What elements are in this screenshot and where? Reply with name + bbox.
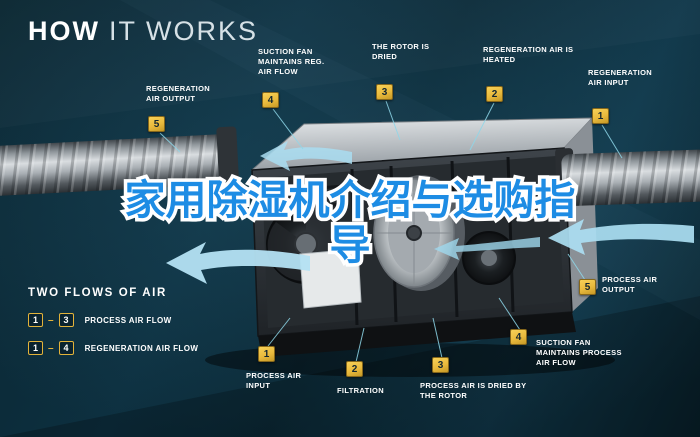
- airflow-arrows: [166, 141, 694, 284]
- legend-badge-to-4: 4: [58, 341, 74, 355]
- left-duct: [0, 126, 240, 196]
- callout-label-regeneration-air-output: REGENERATION AIR OUTPUT: [146, 84, 211, 103]
- title-it-works: IT WORKS: [108, 16, 258, 46]
- machine-base: [258, 312, 576, 357]
- leader-lines: [159, 100, 623, 363]
- legend-badge-from-1: 1: [28, 313, 43, 327]
- callout-badge-2-top: 2: [486, 86, 503, 102]
- legend-row-regeneration: 1 – 4 REGENERATION AIR FLOW: [28, 341, 198, 355]
- process-input-arrow: [548, 219, 694, 255]
- callout-badge-4-top: 4: [262, 92, 279, 108]
- callout-label-process-air-dried: PROCESS AIR IS DRIED BY THE ROTOR: [420, 381, 527, 400]
- legend-badge-to-3: 3: [58, 313, 74, 327]
- heater: [515, 195, 549, 221]
- right-duct: [555, 148, 700, 211]
- legend-label-regeneration-air-flow: REGENERATION AIR FLOW: [84, 343, 199, 353]
- callout-badge-4-bottom: 4: [510, 329, 527, 345]
- callout-label-regeneration-air-input: REGENERATION AIR INPUT: [588, 68, 653, 87]
- rotor: [373, 175, 465, 291]
- internal-flow-arrow: [434, 237, 540, 260]
- legend-row-process: 1 – 3 PROCESS AIR FLOW: [28, 313, 198, 327]
- callout-badge-5-top: 5: [148, 116, 165, 132]
- callout-label-regeneration-heated: REGENERATION AIR IS HEATED: [483, 45, 574, 64]
- callout-badge-1-bottom: 1: [258, 346, 275, 362]
- legend-dash: –: [48, 314, 54, 326]
- regeneration-fan: [462, 231, 516, 285]
- legend-badge-from-1b: 1: [28, 341, 43, 355]
- callout-label-suction-fan-reg: SUCTION FAN MAINTAINS REG. AIR FLOW: [258, 47, 325, 76]
- callout-label-filtration: FILTRATION: [337, 386, 384, 395]
- title-how: HOW: [28, 16, 100, 46]
- legend-heading: TWO FLOWS OF AIR: [28, 287, 167, 299]
- regeneration-output-arrow: [166, 242, 310, 284]
- callout-label-suction-fan-process: SUCTION FAN MAINTAINS PROCESS AIR FLOW: [536, 338, 622, 367]
- callout-badge-3-top: 3: [376, 84, 393, 100]
- callout-badge-3-bottom: 3: [432, 357, 449, 373]
- legend-label-process-air-flow: PROCESS AIR FLOW: [84, 315, 172, 325]
- callout-label-rotor-dried: THE ROTOR IS DRIED: [372, 42, 430, 61]
- callout-badge-2-bottom: 2: [346, 361, 363, 377]
- callout-label-process-air-output: PROCESS AIR OUTPUT: [602, 275, 658, 294]
- callout-label-process-air-input: PROCESS AIR INPUT: [246, 371, 302, 390]
- callout-badge-5-bottom: 5: [579, 279, 596, 295]
- legend: TWO FLOWS OF AIR 1 – 3 PROCESS AIR FLOW …: [28, 287, 198, 355]
- legend-dash-2: –: [48, 342, 54, 354]
- regeneration-duct-arrow: [260, 141, 352, 171]
- filter-box: [299, 248, 362, 309]
- callout-badge-1-top: 1: [592, 108, 609, 124]
- page-title: HOW IT WORKS: [28, 16, 258, 47]
